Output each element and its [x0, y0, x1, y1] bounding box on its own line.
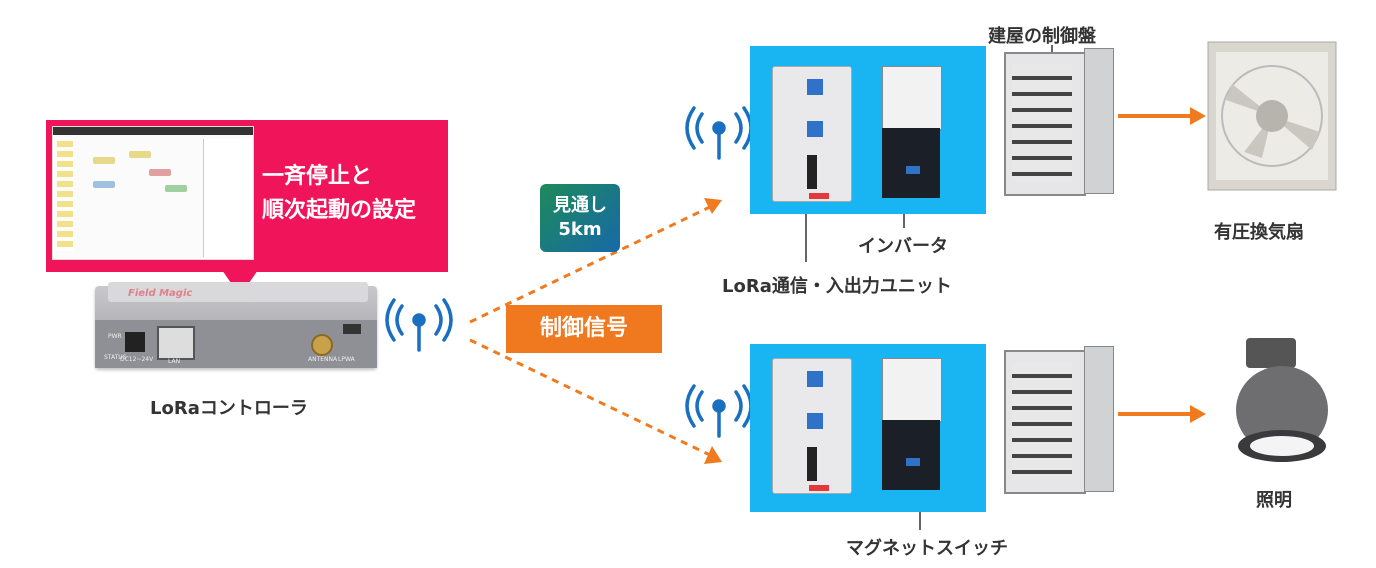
wifi-antenna-icon — [385, 298, 453, 352]
flood-light-image — [1236, 338, 1328, 462]
output-line-bottom — [1118, 412, 1192, 416]
port-dc-label: DC12~24V — [120, 356, 154, 363]
callout-line2: 順次起動の設定 — [262, 198, 417, 223]
port-lan-label: LAN — [168, 358, 181, 365]
signal-line-top — [469, 204, 713, 324]
antenna-connector — [311, 334, 333, 356]
signal-arrow-top — [704, 198, 722, 214]
signal-arrow-bottom — [704, 446, 722, 464]
inverter-body — [882, 128, 940, 198]
magnet-switch-label: マグネットスイッチ — [846, 538, 1008, 559]
output-line-top — [1118, 114, 1192, 118]
port-status-label: STATUS — [104, 354, 127, 361]
panel-label: 建屋の制御盤 — [988, 26, 1096, 47]
line-of-sight-badge: 見通し 5km — [540, 184, 620, 252]
wifi-antenna-icon — [685, 106, 753, 160]
controller-label: LoRaコントローラ — [150, 398, 308, 419]
port-lpwa-label: LPWA — [338, 356, 355, 363]
port-antenna-label: ANTENNA — [308, 356, 338, 363]
los-line1: 見通し — [553, 195, 607, 216]
controller-brand: Field Magic — [128, 288, 193, 299]
lora-io-unit-top — [772, 66, 852, 202]
lan-port — [157, 326, 195, 360]
magnet-switch-body — [882, 420, 940, 490]
inverter-indicator — [906, 166, 920, 174]
los-line2: 5km — [558, 219, 602, 240]
control-panel-cabinet — [1004, 52, 1086, 196]
wifi-antenna-icon — [685, 384, 753, 438]
fan-label: 有圧換気扇 — [1214, 222, 1304, 243]
signal-line-bottom — [469, 338, 713, 458]
dc-connector — [125, 332, 145, 352]
callout-text: 一斉停止と 順次起動の設定 — [262, 160, 416, 228]
magnet-switch-indicator — [906, 458, 920, 466]
inverter-top — [882, 66, 942, 130]
control-panel-cabinet-2 — [1004, 350, 1086, 494]
ventilation-fan-image — [1207, 41, 1337, 191]
controller-top — [108, 282, 368, 302]
lora-unit-label: LoRa通信・入出力ユニット — [722, 276, 952, 297]
output-arrow-bottom — [1190, 405, 1206, 423]
control-signal-badge: 制御信号 — [506, 305, 662, 353]
output-arrow-top — [1190, 107, 1206, 125]
inverter-label: インバータ — [858, 236, 948, 257]
magnet-switch-top — [882, 358, 942, 422]
lighting-label: 照明 — [1256, 490, 1292, 511]
lora-io-unit-bottom — [772, 358, 852, 494]
callout-line1: 一斉停止と — [262, 164, 373, 189]
port-pwr-label: PWR — [108, 333, 122, 340]
control-panel-door — [1084, 48, 1114, 194]
lpwa-badge — [343, 324, 361, 334]
control-panel-door-2 — [1084, 346, 1114, 492]
node-editor-screenshot — [52, 126, 254, 260]
